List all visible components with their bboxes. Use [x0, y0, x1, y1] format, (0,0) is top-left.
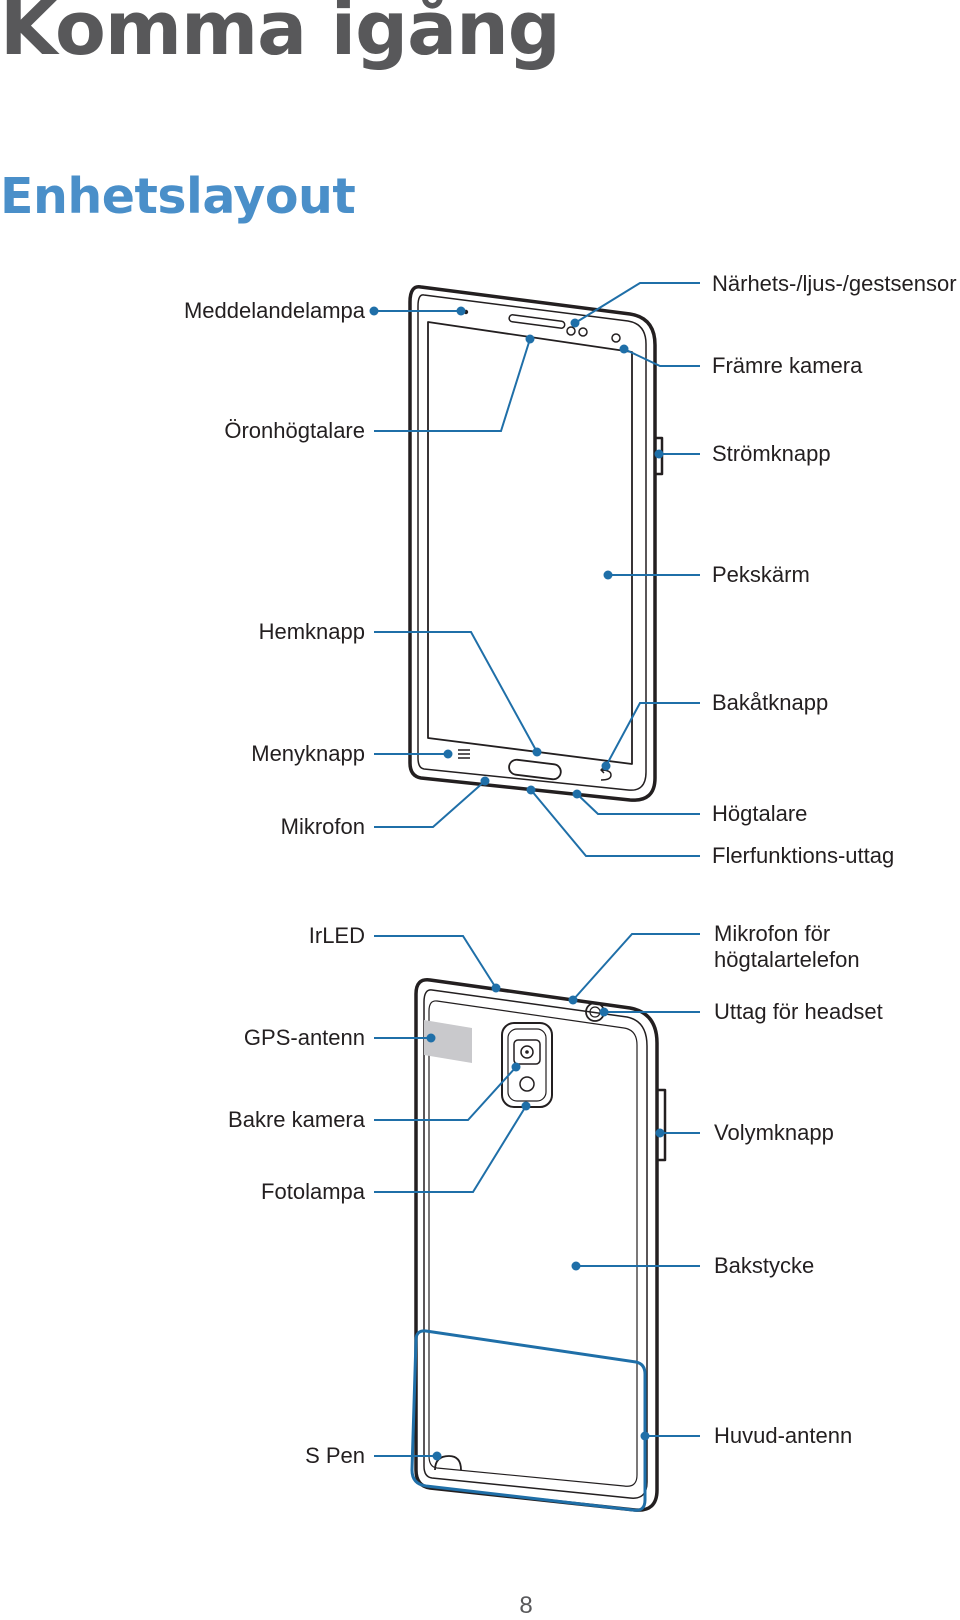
label-home-key: Hemknapp: [258, 619, 365, 644]
front-camera-lens: [611, 333, 621, 343]
callout-front-camera: [623, 348, 700, 367]
front-inner-frame: [417, 294, 647, 791]
label-irled: IrLED: [308, 923, 365, 948]
volume-key: [657, 1088, 667, 1162]
label-touchscreen: Pekskärm: [712, 562, 810, 587]
callout-irled: [374, 935, 497, 989]
callout-lines: [374, 282, 700, 1512]
s-pen-slot: [434, 1455, 462, 1471]
callout-speakerphone-mic: [572, 933, 700, 1001]
label-proximity-sensor: Närhets-/ljus-/gestsensor: [712, 271, 957, 296]
back-inner-frame: [423, 989, 648, 1499]
main-antenna-outline: [410, 1329, 647, 1512]
home-key: [508, 758, 562, 781]
rear-camera-dot: [525, 1050, 529, 1054]
label-back-key: Bakåtknapp: [712, 690, 829, 715]
flash-lamp: [519, 1076, 535, 1092]
callout-back-key: [605, 702, 700, 767]
back-cover-panel: [428, 1000, 638, 1487]
gps-antenna-area: [424, 1020, 472, 1063]
rear-camera-lens: [520, 1045, 534, 1059]
front-screen: [427, 321, 633, 765]
callout-proximity-sensor: [574, 282, 700, 324]
callout-speaker: [576, 793, 700, 815]
label-volume-key: Volymknapp: [714, 1120, 834, 1145]
label-multipurpose-jack: Flerfunktions-uttag: [712, 843, 895, 868]
callout-multipurpose-jack: [530, 789, 700, 857]
label-front-camera: Främre kamera: [712, 353, 863, 378]
front-outer-frame: [408, 285, 657, 802]
label-flash: Fotolampa: [261, 1179, 365, 1204]
label-headset-jack: Uttag för headset: [714, 999, 883, 1024]
callout-earpiece: [374, 338, 531, 432]
page-number: 8: [519, 1592, 533, 1619]
label-speaker: Högtalare: [712, 801, 808, 826]
label-speakerphone-mic: Mikrofon för högtalartelefon: [714, 921, 860, 972]
callout-dots: [369, 306, 665, 1461]
rear-camera-lens-box: [513, 1039, 541, 1065]
label-earpiece: Öronhögtalare: [224, 418, 365, 443]
label-menu-key: Menyknapp: [251, 741, 365, 766]
back-device: [414, 978, 667, 1512]
sensor-1: [566, 326, 576, 336]
label-notification-light: Meddelandelampa: [183, 298, 365, 323]
label-microphone: Mikrofon: [280, 814, 365, 839]
callout-flash: [374, 1105, 527, 1193]
page-heading: Komma igång: [0, 0, 561, 72]
callout-home-key: [374, 631, 538, 753]
label-power-key: Strömknapp: [712, 441, 831, 466]
back-key-glyph: [600, 766, 612, 781]
label-gps-antenna: GPS-antenn: [243, 1025, 365, 1050]
menu-key-glyph: [458, 749, 470, 759]
callout-rear-camera: [374, 1066, 517, 1121]
label-main-antenna: Huvud-antenn: [714, 1423, 853, 1448]
camera-module: [501, 1022, 553, 1108]
callout-microphone: [374, 780, 486, 828]
label-back-cover: Bakstycke: [714, 1253, 815, 1278]
earpiece-grille: [508, 314, 566, 329]
section-heading: Enhetslayout: [0, 168, 356, 225]
label-s-pen: S Pen: [305, 1443, 365, 1468]
front-device: [408, 285, 664, 802]
label-rear-camera: Bakre kamera: [228, 1107, 365, 1132]
camera-module-inner: [507, 1028, 547, 1102]
sensor-2: [578, 327, 588, 337]
